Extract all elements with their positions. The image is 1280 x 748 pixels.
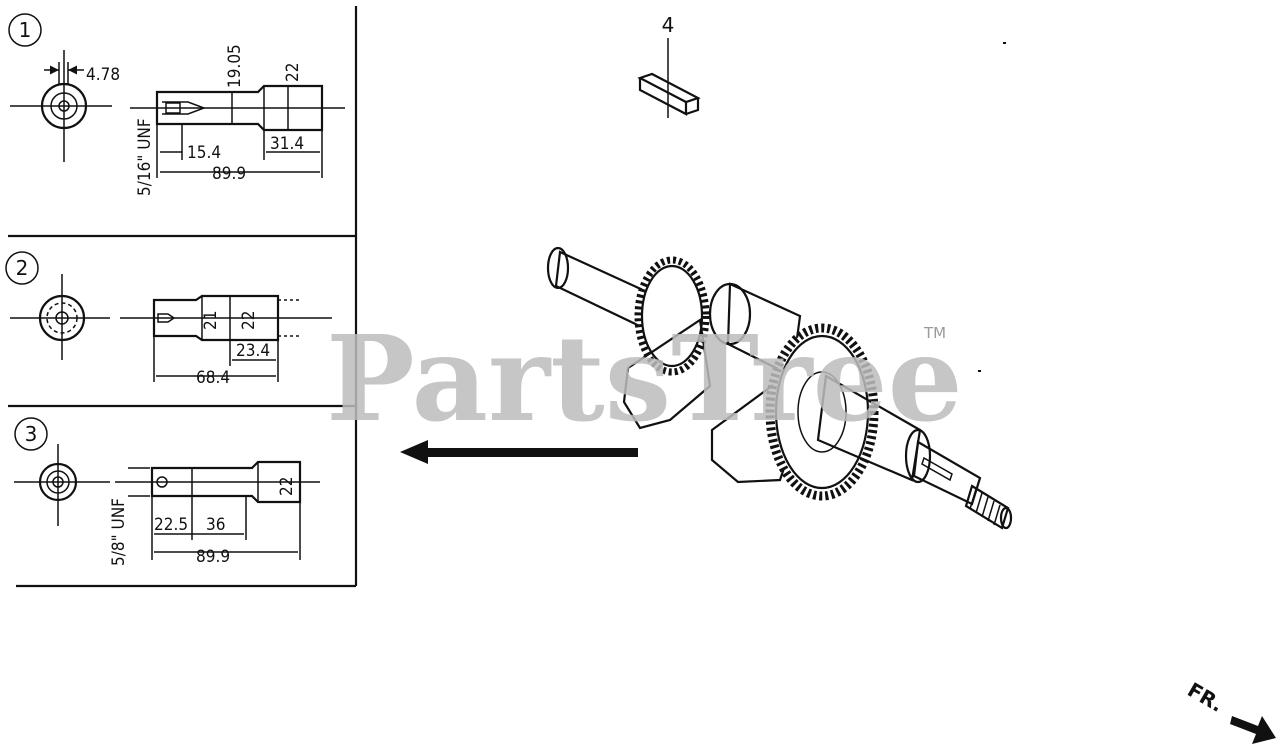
detail-panel (8, 6, 358, 588)
detail-2: 2 21 22 23.4 68.4 (5, 251, 332, 388)
callout-3: 3 (14, 417, 48, 451)
dim-length-22-5: 22.5 (154, 515, 188, 535)
dim-length-15: 15.4 (187, 143, 221, 163)
dim-thread-3: 5/8" UNF (109, 498, 129, 566)
svg-text:PartsTree: PartsTree (326, 309, 963, 448)
dim-keyway-width: 4.78 (86, 65, 120, 85)
dim-shaft-dia-22-c: 22 (277, 477, 297, 496)
part-4-key: 4 (637, 13, 701, 118)
dim-shaft-dia-22: 22 (283, 63, 303, 82)
shaft-side-view-2 (120, 294, 332, 382)
dim-shaft-dia-19: 19.05 (225, 44, 245, 88)
dim-length-23: 23.4 (236, 341, 270, 361)
svg-text:1: 1 (19, 18, 32, 42)
dim-length-89-b: 89.9 (196, 547, 230, 567)
svg-text:2: 2 (16, 256, 29, 280)
svg-text:3: 3 (25, 422, 38, 446)
detail-3: 3 22 22.5 36 89.9 5/8" UNF (14, 417, 320, 567)
front-indicator: FR. (1184, 678, 1276, 744)
shaft-end-view-1 (10, 50, 112, 162)
watermark: PartsTree TM (326, 309, 963, 448)
dim-length-89: 89.9 (212, 164, 246, 184)
callout-2: 2 (5, 251, 39, 285)
front-arrow-icon (1230, 716, 1276, 744)
reference-arrow (400, 440, 638, 464)
shaft-end-view-2 (10, 274, 110, 360)
dim-shaft-dia-22-b: 22 (239, 311, 259, 330)
callout-1: 1 (8, 13, 42, 47)
shaft-side-view-3 (115, 460, 320, 560)
dim-shaft-dia-21: 21 (201, 311, 221, 330)
detail-1: 1 4.78 (8, 13, 345, 196)
svg-text:TM: TM (923, 324, 946, 342)
dim-length-68: 68.4 (196, 368, 230, 388)
svg-text:FR.: FR. (1184, 678, 1228, 717)
shaft-end-view-3 (14, 444, 110, 526)
svg-text:4: 4 (662, 13, 675, 37)
crankshaft (546, 246, 1013, 530)
shaft-side-view-1 (130, 84, 345, 178)
dim-thread-1: 5/16" UNF (135, 118, 155, 196)
dim-length-31: 31.4 (270, 134, 304, 154)
dim-length-36: 36 (206, 515, 225, 535)
